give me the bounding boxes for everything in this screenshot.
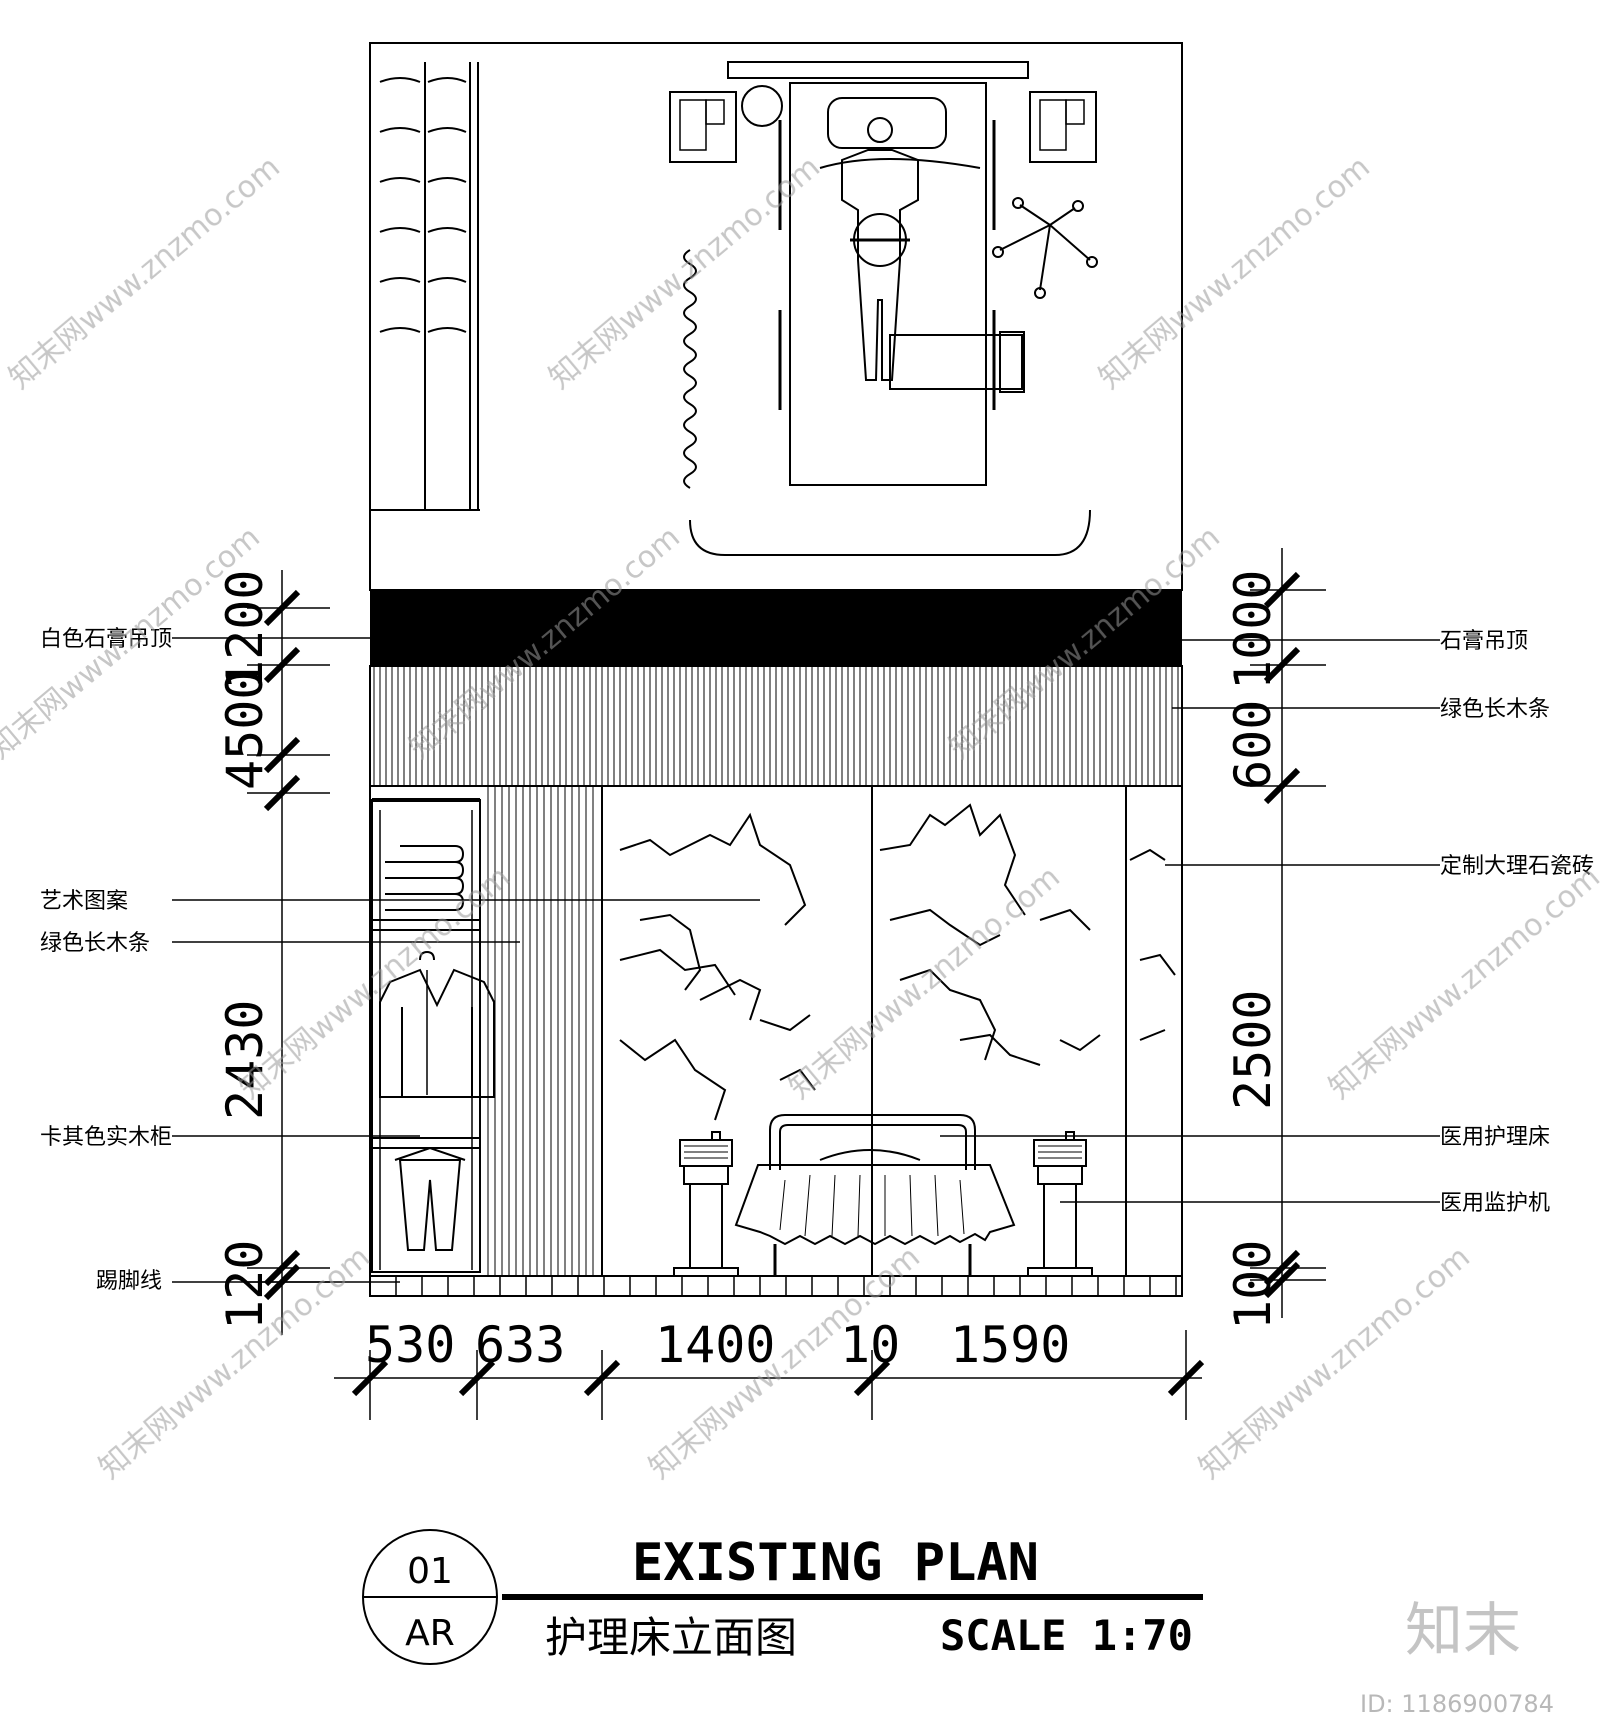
watermark-text: 知末网www.znzmo.com <box>1323 860 1600 1106</box>
label-custom-marble-tile: 定制大理石瓷砖 <box>1440 854 1594 879</box>
monitor-plan-left <box>669 91 737 163</box>
dim-10: 10 <box>840 1316 900 1374</box>
label-khaki-wood-cabinet: 卡其色实木柜 <box>40 1125 172 1150</box>
stool-plan <box>992 197 1098 299</box>
label-gypsum-ceiling: 石膏吊顶 <box>1440 629 1528 654</box>
dim-600: 600 <box>1224 700 1282 790</box>
watermark-brand: 知末 <box>1405 1596 1521 1664</box>
skirting-tiles <box>369 1276 1182 1297</box>
drawing-scale: SCALE 1:70 <box>940 1611 1193 1660</box>
dim-2430: 2430 <box>216 1000 274 1120</box>
elevation-view <box>369 590 1183 1297</box>
label-art-pattern: 艺术图案 <box>40 889 128 914</box>
label-white-gypsum-ceiling: 白色石膏吊顶 <box>40 627 172 652</box>
coiled-cable-plan <box>683 249 697 489</box>
drawing-title: EXISTING PLAN <box>632 1533 1039 1593</box>
dim-2500: 2500 <box>1224 990 1282 1110</box>
dimension-values-bottom: 530 633 1400 10 1590 <box>365 1316 1070 1374</box>
medical-monitor-left <box>673 1131 739 1277</box>
watermark-text: 知末网www.znzmo.com <box>783 860 1067 1106</box>
dim-100: 100 <box>1224 1240 1282 1330</box>
dim-1200: 1200 <box>216 570 274 690</box>
dimension-values-left: 1200 4500 2430 120 <box>216 570 274 1330</box>
dim-120: 120 <box>216 1240 274 1330</box>
label-skirting-line: 踢脚线 <box>96 1269 162 1294</box>
drawing-subtitle: 护理床立面图 <box>545 1613 797 1662</box>
wardrobe-plan <box>370 62 480 511</box>
dim-1000: 1000 <box>1224 570 1282 690</box>
material-labels-right: 石膏吊顶 绿色长木条 定制大理石瓷砖 医用护理床 医用监护机 <box>1440 629 1594 1216</box>
material-labels-left: 白色石膏吊顶 艺术图案 绿色长木条 卡其色实木柜 踢脚线 <box>40 627 172 1294</box>
drawing-number: 01 <box>407 1551 453 1592</box>
label-medical-nursing-bed: 医用护理床 <box>1440 1125 1550 1150</box>
watermark-text: 知末网www.znzmo.com <box>1093 150 1377 396</box>
dimension-values-right: 1000 600 2500 100 <box>1224 570 1282 1330</box>
nursing-bed-elevation <box>734 1114 1016 1276</box>
label-green-wood-strip-left: 绿色长木条 <box>40 931 150 956</box>
monitor-plan-right <box>1029 91 1097 163</box>
dim-633: 633 <box>475 1316 565 1374</box>
label-medical-monitor: 医用监护机 <box>1440 1191 1550 1216</box>
dim-530: 530 <box>365 1316 455 1374</box>
vertical-wood-strip-panel <box>487 786 594 1276</box>
label-green-wood-strip-right: 绿色长木条 <box>1440 697 1550 722</box>
dim-1590: 1590 <box>950 1316 1070 1374</box>
dim-4500: 4500 <box>216 670 274 790</box>
dim-1400: 1400 <box>655 1316 775 1374</box>
watermark-id: ID: 1186900784 <box>1360 1690 1554 1718</box>
medical-monitor-right <box>1027 1131 1093 1277</box>
sheet-code: AR <box>405 1613 455 1654</box>
leader-lines <box>172 637 1440 1283</box>
patient-figure-plan <box>841 117 919 381</box>
watermark-text: 知末网www.znzmo.com <box>3 150 287 396</box>
ceiling-band <box>370 590 1182 666</box>
wardrobe-elevation <box>371 798 495 1273</box>
room-floor-plan <box>369 42 1183 591</box>
headboard-plan <box>727 61 1029 79</box>
watermark-text: 知末网www.znzmo.com <box>233 860 517 1106</box>
watermark-text: 知末网www.znzmo.com <box>543 150 827 396</box>
title-block: 01 AR EXISTING PLAN 护理床立面图 SCALE 1:70 <box>362 1529 1203 1665</box>
dimension-ticks <box>263 571 1301 1397</box>
bed-plan <box>741 82 1025 486</box>
floor-curve-plan <box>689 509 1091 556</box>
